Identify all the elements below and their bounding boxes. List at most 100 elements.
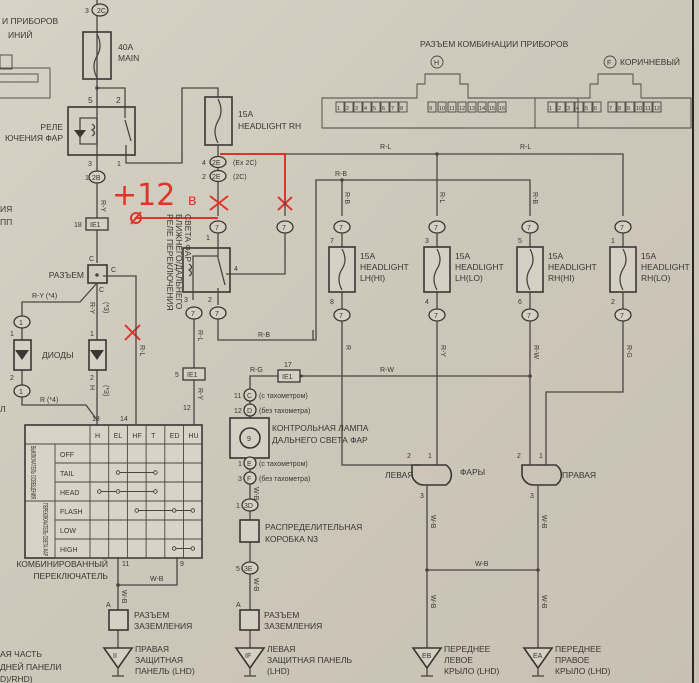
diode-section: C C C РАЗЪЕМ R-L R-Y (*4) R-Y (*3) 1 1 1… [10, 230, 145, 425]
fuse-name: HEADLIGHT [548, 262, 597, 272]
column-header: ED [170, 433, 180, 440]
indicator-title: КОНТРОЛЬНАЯ ЛАМПА [272, 423, 369, 433]
pin-number: 2 [558, 106, 561, 112]
pin-label: 1 [10, 331, 14, 338]
junction-box-title: КОРОБКА N3 [265, 534, 318, 544]
wire-color-label: W-B [252, 578, 259, 592]
relay-title: СВЕТА ФАР [183, 214, 193, 262]
fuse-side: RH(HI) [548, 273, 575, 283]
connector-f-drawing [534, 73, 692, 129]
pin-number: 7 [609, 106, 612, 112]
ground-label: КРЫЛО (LHD) [444, 666, 500, 676]
wire-color-label: W-B [120, 590, 127, 604]
junction-box-title: РАСПРЕДЕЛИТЕЛЬНАЯ [265, 522, 362, 532]
junction-box-n3 [239, 519, 260, 543]
wire-color-label: R-Y [88, 302, 95, 314]
connector-label: C [247, 393, 252, 400]
pin-number: 11 [449, 106, 455, 112]
pin-number: 6 [594, 106, 597, 112]
connector-pin [652, 101, 662, 113]
connector-label: 1 [19, 389, 23, 396]
partial-label: АЯ ЧАСТЬ [0, 649, 42, 659]
connector-pin [607, 101, 617, 113]
fuse-rating: 15A [238, 109, 253, 119]
headlight-fuses: 7715AHEADLIGHTLH(HI)877315AHEADLIGHTLH(L… [328, 220, 690, 322]
connector-label: 7 [620, 313, 624, 320]
column-header: EL [114, 433, 123, 440]
voltage-unit: в [188, 192, 197, 209]
fuse-name: HEADLIGHT RH [238, 121, 301, 131]
connector-pin [437, 101, 447, 113]
connector-id: H [434, 60, 439, 67]
ground-connector-label: ЗАЗЕМЛЕНИЯ [264, 621, 322, 631]
pin-number: 15 [489, 106, 495, 112]
contact-point [134, 508, 139, 513]
pin-label: 5 [88, 95, 93, 105]
headlamp-label: ПРАВАЯ [562, 470, 596, 480]
indicator-title: ДАЛЬНЕГО СВЕТА ФАР [272, 435, 368, 445]
ground-label: КРЫЛО (LHD) [555, 666, 611, 676]
pin-label: 2 [90, 375, 94, 382]
connector-label: 7 [620, 225, 624, 232]
row-label: TAIL [60, 471, 74, 478]
connector-pin [427, 101, 437, 113]
connector-label: 7 [191, 311, 195, 318]
connector-pin [487, 101, 497, 113]
connector-pin [625, 101, 635, 113]
pin-label: 3 [88, 161, 92, 168]
connector-label: 7 [434, 225, 438, 232]
fuse-side: LH(HI) [360, 273, 385, 283]
connector-label: 7 [527, 313, 531, 320]
instrument-cluster-connectors: РАЗЪЕМ КОМБИНАЦИИ ПРИБОРОВ H F КОРИЧНЕВЫ… [321, 39, 692, 129]
pin-number: 16 [499, 106, 505, 112]
ground-code: EB [422, 653, 432, 660]
note: (*3) [102, 385, 109, 396]
cross-mark-icon [209, 195, 229, 211]
fuse-name: HEADLIGHT [641, 262, 690, 272]
pin-label: 13 [92, 416, 100, 423]
ground-icon [102, 647, 134, 670]
headlight-relay [67, 106, 136, 156]
fuse-headlight-rh: 15A HEADLIGHT RH 2E 4 (Ex 2C) 2E 2 (2C) [202, 96, 301, 216]
row-label: HEAD [60, 490, 79, 497]
pin-label: 1 [236, 503, 240, 510]
wire-color-label: R-G [625, 345, 632, 358]
relay-title: РЕЛЕ ПЕРЕКЛЮЧЕНИЯ [165, 214, 175, 311]
diode-icon [15, 350, 29, 360]
fuse-rating: 15A [455, 251, 470, 261]
pin-number: 1 [337, 106, 340, 112]
connector-pin [583, 101, 593, 113]
pin-label: 1 [611, 238, 615, 245]
headlamps-title: ФАРЫ [460, 467, 485, 477]
wire-color-label: R-Y [439, 345, 446, 357]
pin-label: 12 [183, 405, 191, 412]
relay-contact-icon [124, 119, 132, 142]
ground-label: ЗАЩИТНАЯ [135, 655, 183, 665]
pin-number: 4 [576, 106, 579, 112]
pin-label: A [106, 602, 111, 609]
connector-label: 2C [97, 8, 106, 15]
pin-label: 8 [330, 299, 334, 306]
connector-h-drawing [321, 73, 579, 129]
pin-number: 9 [429, 106, 432, 112]
connector-color: КОРИЧНЕВЫЙ [620, 56, 680, 67]
relay-coil-icon [187, 263, 193, 277]
probe-point-icon [130, 212, 142, 224]
connector-pin [344, 101, 354, 113]
pin-label: 1 [90, 331, 94, 338]
wire-color-label: W-B [475, 561, 489, 568]
pin-label: 1 [238, 461, 242, 468]
connector-id: F [607, 60, 611, 67]
fuse-name: MAIN [118, 53, 139, 63]
pin-label: 5 [518, 238, 522, 245]
connector-pin [616, 101, 626, 113]
connector-label: F [247, 476, 251, 483]
dimmer-relay-title: РЕЛЕ ПЕРЕКЛЮЧЕНИЯ БЛИЖНЕГО/ДАЛЬНЕГО СВЕТ… [165, 214, 193, 311]
ground-code: II [113, 653, 117, 660]
connector-label: 7 [215, 225, 219, 232]
